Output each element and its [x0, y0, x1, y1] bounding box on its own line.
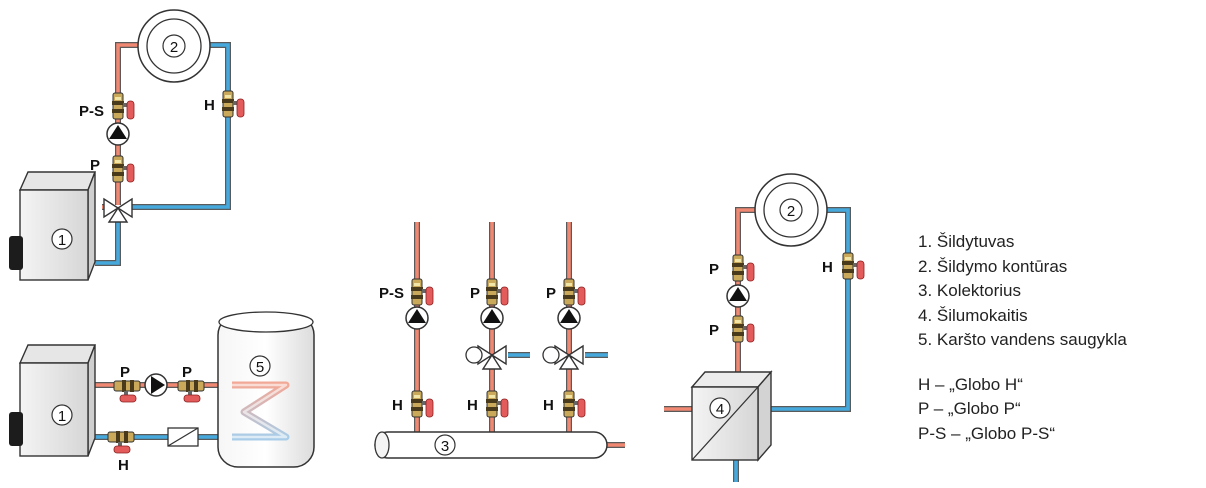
valve-p-left	[113, 379, 141, 403]
pump-branch2	[480, 306, 504, 330]
valve-h-branch1-label: H	[392, 397, 403, 414]
pump-exch	[726, 284, 750, 308]
heater-unit: 1	[9, 171, 97, 281]
heating-circuit-symbol: 2	[137, 9, 211, 83]
heater-unit-2: 1	[9, 344, 97, 457]
valve-h-branch2	[485, 390, 509, 418]
legend-item: 3. Kolektorius	[918, 281, 1021, 300]
valve-h-label: H	[204, 97, 215, 114]
valve-h-branch3	[562, 390, 586, 418]
heater-number-2: 1	[58, 408, 66, 425]
legend-valve-item: P – „Globo P“	[918, 399, 1021, 418]
valve-p-right-label: P	[182, 364, 192, 381]
valve-p-right	[177, 379, 205, 403]
check-valve	[167, 427, 199, 447]
pump	[106, 122, 130, 146]
valve-ps	[111, 92, 135, 120]
valve-p-exch-bottom-label: P	[709, 322, 719, 339]
legend: 1. Šildytuvas 2. Šildymo kontūras 3. Kol…	[918, 230, 1127, 446]
valve-h-branch3-label: H	[543, 397, 554, 414]
legend-item: 4. Šilumokaitis	[918, 305, 1028, 325]
heater-number: 1	[58, 232, 66, 249]
valve-p-left-label: P	[120, 364, 130, 381]
pump-tank	[144, 373, 168, 397]
legend-item: 5. Karšto vandens saugykla	[918, 330, 1127, 349]
valve-ps-branch1-label: P-S	[379, 285, 404, 302]
legend-valve-item: H – „Globo H“	[918, 374, 1023, 394]
circuit-number: 2	[170, 39, 178, 56]
legend-item: 1. Šildytuvas	[918, 232, 1015, 251]
collector-manifold: 3 P-S H P H P H	[374, 222, 625, 459]
top-left-circuit: 1 2 P-S P H	[9, 9, 245, 281]
circuit-number-2: 2	[787, 203, 795, 220]
valve-p-exch-bottom	[731, 315, 755, 343]
valve-h-return	[107, 430, 135, 454]
valve-p-exch-top-label: P	[709, 261, 719, 278]
valve-ps-label: P-S	[79, 103, 104, 120]
pump-branch3	[557, 306, 581, 330]
tank-number: 5	[256, 359, 264, 376]
valve-h-exch-label: H	[822, 259, 833, 276]
valve-h-branch1	[410, 390, 434, 418]
valve-ps-branch1	[410, 278, 434, 306]
collector-number: 3	[441, 438, 449, 455]
exchanger-circuit: 2 4 P P H	[664, 173, 865, 482]
legend-valve-item: P-S – „Globo P-S“	[918, 423, 1055, 443]
valve-p-exch-top	[731, 254, 755, 282]
hot-water-tank: 5	[217, 311, 315, 468]
valve-h-branch2-label: H	[467, 397, 478, 414]
legend-item: 2. Šildymo kontūras	[918, 256, 1068, 276]
valve-p-branch3-label: P	[546, 285, 556, 302]
exchanger-number: 4	[716, 401, 724, 418]
heat-exchanger: 4	[690, 370, 773, 462]
valve-p-label: P	[90, 157, 100, 174]
hot-water-circuit: 1 5 P P H	[9, 311, 315, 474]
pump-branch1	[405, 306, 429, 330]
valve-h	[221, 90, 245, 118]
valve-h-exch	[841, 252, 865, 280]
valve-p-branch2	[485, 278, 509, 306]
heating-circuit-symbol-2: 2	[754, 173, 828, 247]
valve-p-branch3	[562, 278, 586, 306]
valve-p	[111, 155, 135, 183]
valve-p-branch2-label: P	[470, 285, 480, 302]
valve-h-return-label: H	[118, 457, 129, 474]
